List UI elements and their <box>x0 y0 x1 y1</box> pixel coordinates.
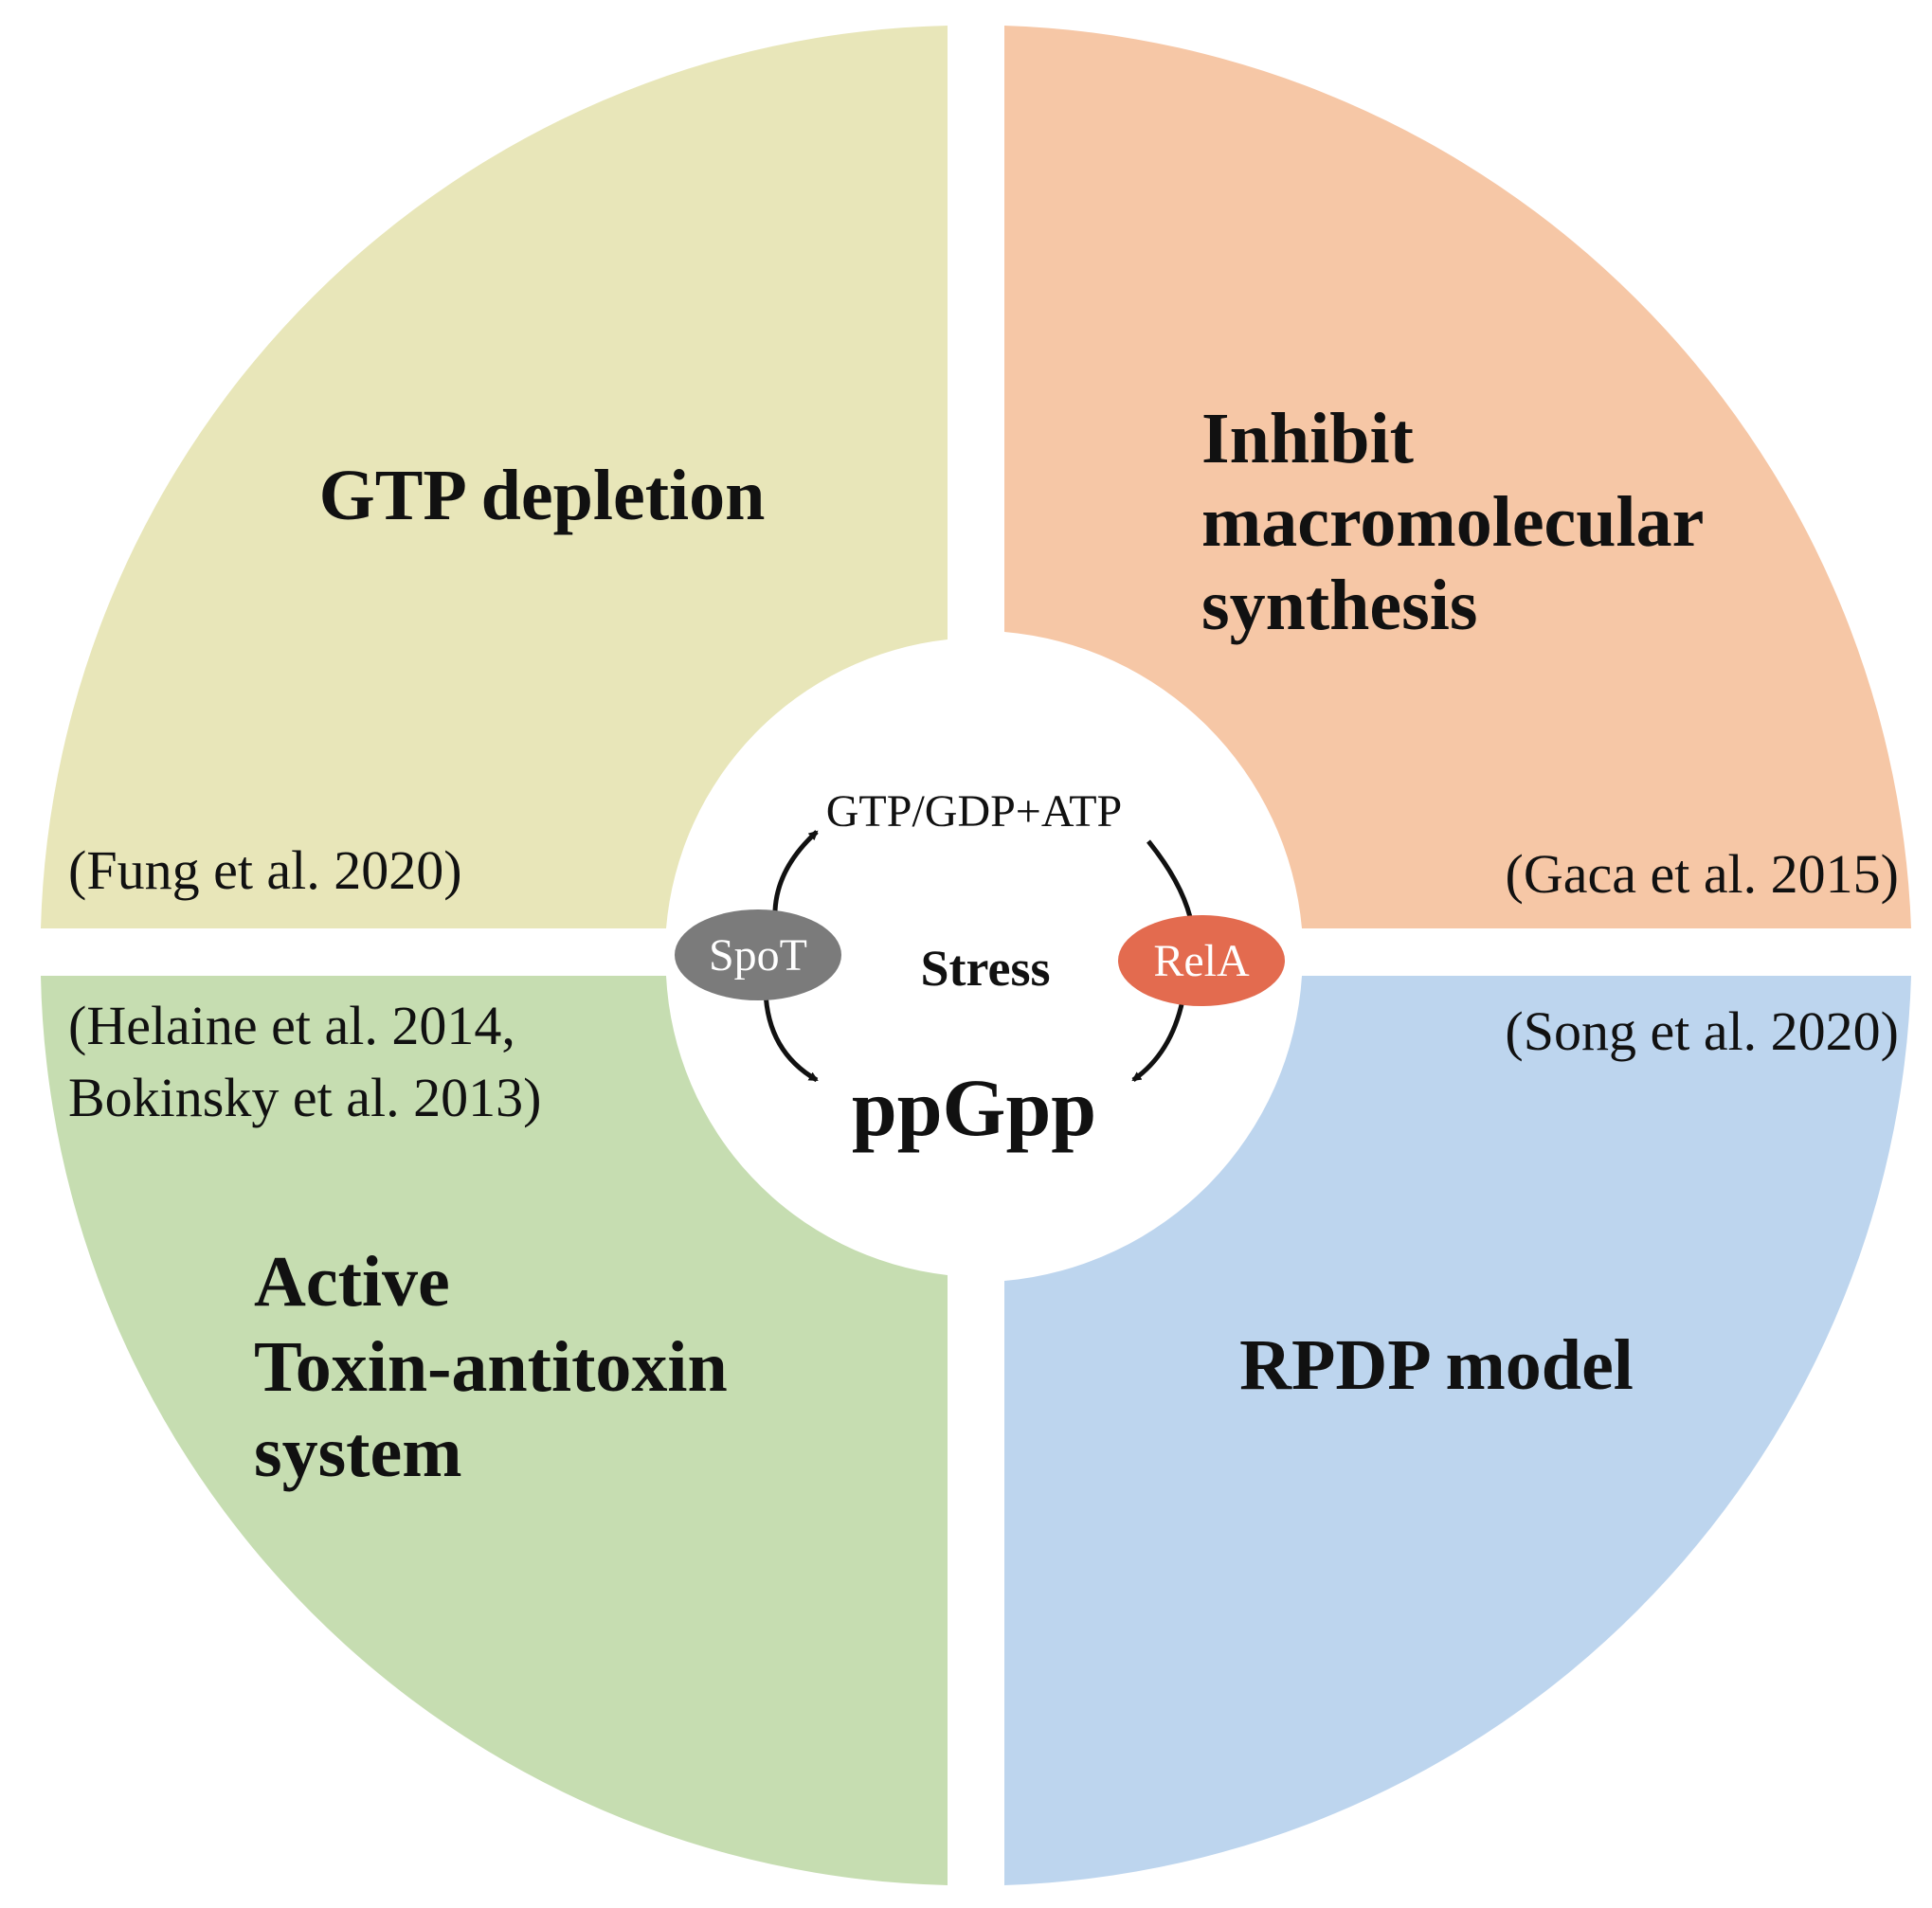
substrate-label: GTP/GDP+ATP <box>826 786 1122 837</box>
arrow-substrate-to-rela <box>1147 839 1193 918</box>
title-line: macromolecular <box>1201 482 1704 562</box>
title-line: Toxin-antitoxin <box>254 1327 728 1407</box>
reference-line: (Song et al. 2020) <box>1505 1000 1899 1062</box>
spot-enzyme-label: SpoT <box>709 930 807 981</box>
title-line: Inhibit <box>1201 399 1414 478</box>
title-line: system <box>254 1413 462 1492</box>
spot-enzyme-badge <box>675 909 841 1000</box>
quadrant-bottom-right <box>1004 976 1911 1885</box>
quadrant-top-right-title: Inhibit macromolecular synthesis <box>1201 399 1721 645</box>
ppgpp-label: ppGpp <box>852 1062 1096 1153</box>
arrow-spot-to-substrate <box>772 830 819 920</box>
title-line: synthesis <box>1201 566 1477 645</box>
title-line: GTP depletion <box>319 456 766 535</box>
arrow-spot-to-ppgpp <box>763 990 819 1083</box>
reference-line: (Gaca et al. 2015) <box>1506 843 1899 905</box>
stress-label: Stress <box>920 940 1050 997</box>
quadrant-top-left <box>41 26 948 928</box>
title-line: RPDP model <box>1239 1325 1634 1405</box>
reference-line: (Helaine et al. 2014, <box>68 995 515 1056</box>
reference-bottom-right: (Song et al. 2020) <box>1505 1000 1899 1062</box>
reference-line: Bokinsky et al. 2013) <box>68 1067 541 1128</box>
quadrant-bottom-left <box>41 976 948 1885</box>
quadrant-top-left-title: GTP depletion <box>319 456 766 535</box>
title-line: Active <box>254 1242 450 1322</box>
reference-bottom-left: (Helaine et al. 2014, Bokinsky et al. 20… <box>68 995 541 1128</box>
quadrant-bottom-right-title: RPDP model <box>1239 1325 1634 1405</box>
quadrant-top-right <box>1004 26 1911 928</box>
rela-enzyme-badge <box>1118 915 1285 1006</box>
reference-top-left: (Fung et al. 2020) <box>68 839 462 901</box>
arrow-rela-to-ppgpp <box>1131 999 1185 1083</box>
reference-line: (Fung et al. 2020) <box>68 839 462 901</box>
reference-top-right: (Gaca et al. 2015) <box>1506 843 1899 905</box>
quadrant-bottom-left-title: Active Toxin-antitoxin system <box>254 1242 746 1492</box>
rela-enzyme-label: RelA <box>1153 936 1250 986</box>
